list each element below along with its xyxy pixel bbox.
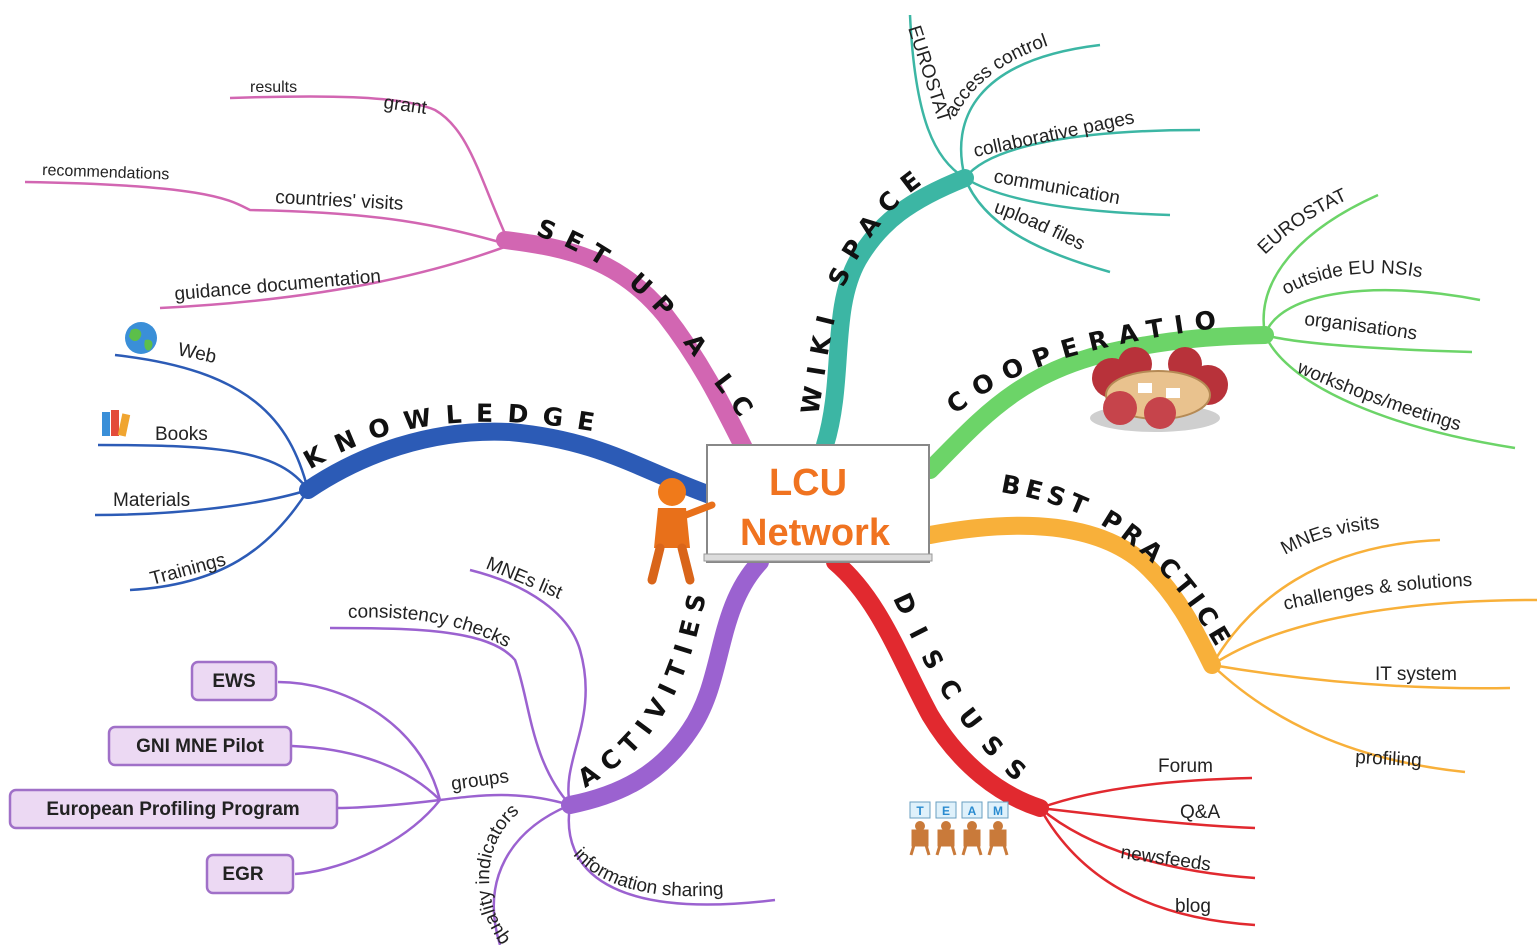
set-up-leaf-lines bbox=[24, 95, 512, 310]
leaf-qa: Q&A bbox=[1180, 802, 1220, 823]
leaf-workshops-meetings: workshops/meetings bbox=[1293, 357, 1463, 435]
center-title-line1: LCU bbox=[769, 462, 847, 504]
activities-leaf-lines bbox=[277, 568, 776, 945]
cooperation-branch bbox=[921, 326, 1274, 479]
leaf-challenges-solutions: challenges & solutions bbox=[1281, 570, 1472, 615]
wiki-label: WIKI SPACE bbox=[795, 159, 935, 416]
activities-label: ACTIVITIES bbox=[572, 583, 713, 794]
knowledge-branch bbox=[299, 422, 719, 504]
activities-branch bbox=[561, 553, 769, 814]
knowledge-leaf-lines bbox=[94, 353, 310, 592]
globe-icon bbox=[125, 322, 157, 354]
leaf-newsfeeds: newsfeeds bbox=[1119, 842, 1212, 875]
leaf-groups: groups bbox=[450, 766, 510, 795]
leaf-results: results bbox=[250, 79, 297, 96]
group-epp-label: European Profiling Program bbox=[46, 799, 299, 820]
leaf-it-system: IT system bbox=[1375, 664, 1457, 685]
team-letter-a: A bbox=[968, 804, 977, 818]
leaf-web: Web bbox=[176, 339, 218, 368]
group-egr-label: EGR bbox=[222, 864, 263, 885]
leaf-coop-eurostat: EUROSTAT bbox=[1254, 185, 1351, 259]
center-title-line2: Network bbox=[740, 512, 891, 554]
group-box-egr: EGR bbox=[205, 853, 295, 895]
discuss-leaf-lines bbox=[1038, 776, 1256, 927]
leaf-grant: grant bbox=[382, 92, 429, 119]
leaf-forum: Forum bbox=[1158, 756, 1213, 777]
best-practices-leaf-lines bbox=[1210, 538, 1537, 774]
best-practices-branch bbox=[921, 516, 1221, 674]
set-up-label: SET UP A LCU bbox=[0, 0, 765, 431]
team-letter-t: T bbox=[916, 804, 924, 818]
meeting-table-icon bbox=[1090, 347, 1228, 432]
leaf-mnes-visits: MNEs visits bbox=[1278, 512, 1381, 559]
leaf-quality-indicators: quality indicators bbox=[473, 800, 523, 945]
leaf-books: Books bbox=[155, 424, 208, 445]
group-gni-label: GNI MNE Pilot bbox=[136, 736, 264, 757]
leaf-profiling: profiling bbox=[1355, 747, 1423, 771]
team-letter-e: E bbox=[942, 804, 950, 818]
leaf-materials: Materials bbox=[113, 490, 190, 511]
person-pointer-icon bbox=[647, 478, 716, 585]
leaf-trainings: Trainings bbox=[148, 549, 228, 589]
discuss-branch bbox=[826, 553, 1049, 817]
wiki-leaf-lines bbox=[908, 14, 1201, 274]
best-practices-label: BEST PRACTICES bbox=[0, 0, 1234, 655]
leaf-collaborative-pages: collaborative pages bbox=[972, 107, 1137, 162]
group-box-gni-mne-pilot: GNI MNE Pilot bbox=[107, 725, 293, 767]
center-node: LCU Network bbox=[703, 444, 933, 563]
wiki-branch bbox=[816, 169, 974, 454]
group-ews-label: EWS bbox=[212, 671, 255, 692]
team-figures-icon: T E A M bbox=[909, 801, 1009, 856]
team-letter-m: M bbox=[993, 804, 1003, 818]
group-box-ews: EWS bbox=[190, 660, 278, 702]
leaf-blog: blog bbox=[1175, 896, 1211, 917]
leaf-organisations: organisations bbox=[1303, 309, 1418, 344]
leaf-consistency-checks: consistency checks bbox=[348, 601, 515, 652]
group-box-european-profiling-program: European Profiling Program bbox=[8, 788, 339, 830]
leaf-recommendations: recommendations bbox=[42, 162, 170, 183]
set-up-branch bbox=[496, 231, 754, 459]
leaf-access-control: access control bbox=[941, 30, 1050, 120]
cooperation-leaf-lines bbox=[1262, 193, 1516, 450]
leaf-information-sharing: information sharing bbox=[569, 844, 724, 901]
books-icon bbox=[102, 410, 131, 437]
